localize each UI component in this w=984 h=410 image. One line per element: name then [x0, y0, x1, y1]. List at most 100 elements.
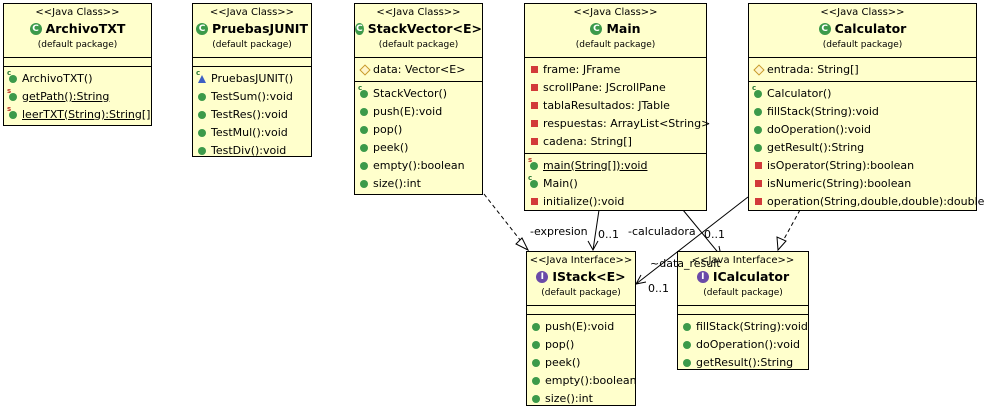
protected-field-icon	[359, 63, 371, 76]
constructor-icon: c	[358, 84, 369, 98]
attribute-row[interactable]: scrollPane: JScrollPane	[525, 78, 706, 96]
operation-row[interactable]: TestSum():void	[193, 87, 311, 105]
package-label: (default package)	[575, 40, 656, 50]
association-data-result-arrow	[635, 274, 647, 285]
package-constructor-icon: c	[196, 69, 207, 83]
attribute-row[interactable]: data: Vector<E>	[355, 60, 482, 78]
private-field-icon	[530, 101, 539, 110]
attribute-row[interactable]: respuestas: ArrayList<String>	[525, 114, 710, 132]
operation-row[interactable]: empty():boolean	[527, 371, 637, 389]
public-method-icon	[198, 146, 207, 155]
package-label: (default package)	[212, 40, 292, 50]
association-data-result	[635, 196, 749, 285]
operation-row[interactable]: doOperation():void	[678, 335, 808, 353]
class-icon: C	[196, 23, 209, 35]
operation-row[interactable]: fillStack(String):void	[678, 317, 808, 335]
attribute-row[interactable]: frame: JFrame	[525, 60, 706, 78]
static-method-icon: s	[7, 105, 18, 119]
realization-arrowhead-icalculator	[776, 236, 787, 252]
operation-row[interactable]: TestDiv():void	[193, 141, 311, 159]
public-method-icon	[360, 161, 369, 170]
public-method-icon	[532, 322, 541, 331]
stereotype-label: <<Java Class>>	[209, 7, 295, 18]
constructor-icon: c	[752, 84, 763, 98]
attribute-row[interactable]: tablaResultados: JTable	[525, 96, 706, 114]
operation-row[interactable]: size():int	[527, 389, 635, 407]
realization-arrowhead-istack	[515, 237, 530, 252]
public-method-icon	[754, 125, 763, 134]
operation-row[interactable]: getResult():String	[678, 353, 808, 371]
operation-row[interactable]: fillStack(String):void	[749, 102, 976, 120]
class-name: Calculator	[834, 21, 907, 36]
operation-row[interactable]: push(E):void	[527, 317, 635, 335]
operation-row[interactable]: TestRes():void	[193, 105, 311, 123]
public-method-icon	[198, 92, 207, 101]
class-icon: C	[355, 23, 364, 35]
attributes-compartment: entrada: String[]	[749, 58, 976, 82]
label-expresion-multiplicity: 0..1	[598, 228, 619, 241]
attributes-compartment	[193, 58, 311, 67]
package-label: (default package)	[378, 40, 459, 50]
public-method-icon	[683, 322, 692, 331]
private-method-icon	[754, 179, 763, 188]
operation-row[interactable]: empty():boolean	[355, 156, 482, 174]
operation-row[interactable]: getResult():String	[749, 138, 976, 156]
operation-row[interactable]: initialize():void	[525, 192, 706, 210]
operation-row[interactable]: isNumeric(String):boolean	[749, 174, 976, 192]
operation-row[interactable]: peek()	[355, 138, 482, 156]
label-data-result: ~data_result	[650, 257, 721, 270]
public-method-icon	[360, 179, 369, 188]
attribute-row[interactable]: cadena: String[]	[525, 132, 706, 150]
operation-row[interactable]: peek()	[527, 353, 635, 371]
class-icon: C	[590, 23, 603, 35]
interface-name: ICalculator	[712, 269, 790, 284]
operation-row[interactable]: doOperation():void	[749, 120, 976, 138]
attribute-row[interactable]: entrada: String[]	[749, 60, 976, 78]
public-method-icon	[360, 143, 369, 152]
private-method-icon	[754, 197, 763, 206]
operation-row[interactable]: operation(String,double,double):double	[749, 192, 984, 210]
public-method-icon	[360, 125, 369, 134]
public-method-icon	[532, 340, 541, 349]
static-method-icon: s	[528, 156, 539, 170]
private-field-icon	[530, 83, 539, 92]
operations-compartment: fillStack(String):void doOperation():voi…	[678, 315, 808, 373]
operation-row[interactable]: TestMul():void	[193, 123, 311, 141]
package-label: (default package)	[37, 40, 118, 50]
operation-row[interactable]: pop()	[527, 335, 635, 353]
operation-row[interactable]: isOperator(String):boolean	[749, 156, 976, 174]
public-method-icon	[360, 107, 369, 116]
operation-row[interactable]: pop()	[355, 120, 482, 138]
operation-row[interactable]: push(E):void	[355, 102, 482, 120]
operation-row[interactable]: size():int	[355, 174, 482, 192]
stereotype-label: <<Java Class>>	[573, 7, 658, 18]
public-method-icon	[198, 128, 207, 137]
